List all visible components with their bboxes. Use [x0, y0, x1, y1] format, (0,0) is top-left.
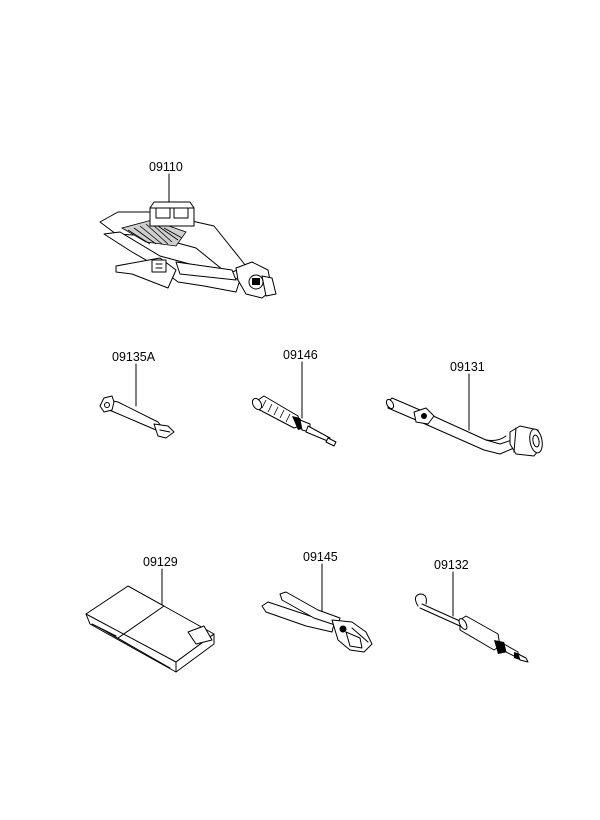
plug-wrench-drawing [385, 397, 543, 457]
wrench-part-number: 09135A [112, 350, 156, 364]
tool-bag-part[interactable]: 09129 [85, 555, 215, 673]
jack-drawing [99, 201, 277, 299]
hook-tool-part-number: 09132 [434, 558, 469, 572]
hook-tool-drawing [414, 593, 529, 663]
screwdriver-part[interactable]: 09146 [251, 348, 337, 447]
jack-part[interactable]: 09110 [99, 160, 277, 299]
jack-part-number: 09110 [149, 160, 183, 174]
tool-bag-drawing [85, 585, 215, 673]
screwdriver-part-number: 09146 [283, 348, 318, 362]
screwdriver-drawing [251, 395, 337, 447]
plug-wrench-part-number: 09131 [450, 360, 485, 374]
pliers-drawing [261, 591, 373, 653]
plug-wrench-part[interactable]: 09131 [385, 360, 544, 457]
wrench-part[interactable]: 09135A [99, 350, 175, 439]
pliers-part-number: 09145 [303, 550, 338, 564]
hook-tool-part[interactable]: 09132 [414, 558, 529, 663]
tool-bag-part-number: 09129 [143, 555, 178, 569]
wrench-drawing [99, 395, 175, 439]
pliers-part[interactable]: 09145 [261, 550, 373, 653]
